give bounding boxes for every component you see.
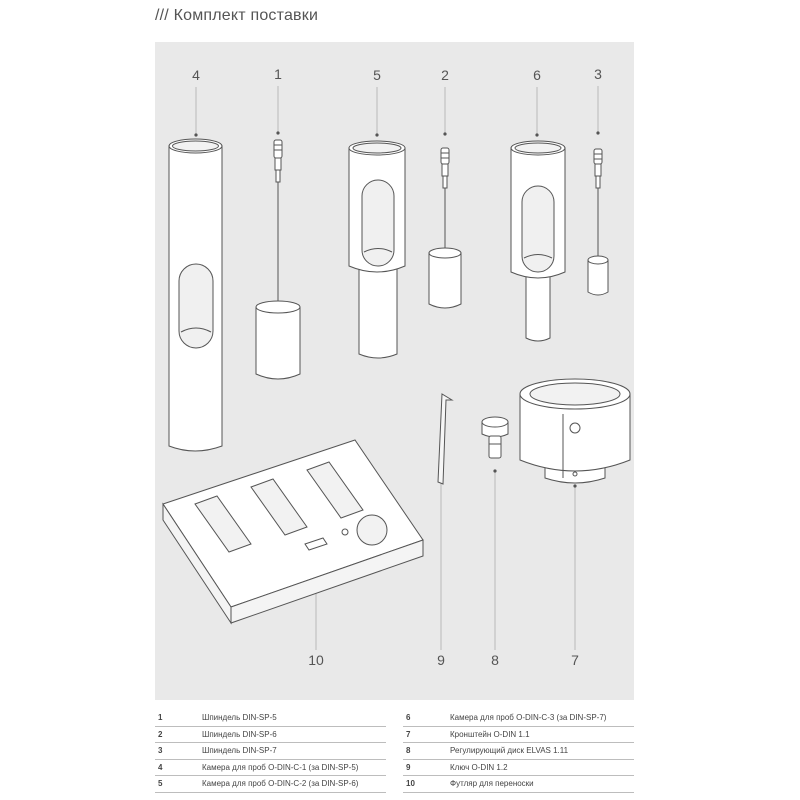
legend-number: 9: [406, 762, 411, 772]
legend-right-column: 6 Камера для проб O-DIN-C-3 (за DIN-SP-7…: [403, 710, 634, 793]
legend-number: 7: [406, 729, 411, 739]
leader-lines: [194, 86, 600, 650]
legend-number: 1: [158, 713, 163, 722]
legend-row: 1 Шпиндель DIN-SP-5: [155, 710, 386, 727]
spindle-2: [428, 147, 462, 309]
page-title: /// Комплект поставки: [155, 7, 319, 24]
callout-6: 6: [533, 67, 541, 83]
legend-number: 2: [158, 729, 163, 739]
legend-row: 10 Футляр для переноски: [403, 776, 634, 793]
chamber-6: [510, 140, 566, 342]
legend-row: 4 Камера для проб O-DIN-C-1 (за DIN-SP-5…: [155, 760, 386, 776]
legend-text: Шпиндель DIN-SP-6: [202, 729, 277, 739]
legend-row: 9 Ключ O-DIN 1.2: [403, 760, 634, 776]
legend-row: 6 Камера для проб O-DIN-C-3 (за DIN-SP-7…: [403, 710, 634, 727]
legend-number: 3: [158, 746, 163, 755]
legend-text: Камера для проб O-DIN-C-1 (за DIN-SP-5): [202, 762, 359, 772]
legend-row: 8 Регулирующий диск ELVAS 1.11: [403, 743, 634, 760]
spindle-3: [587, 148, 609, 296]
carrying-case-10: [162, 439, 424, 625]
chamber-4: [168, 138, 223, 452]
legend-text: Шпиндель DIN-SP-7: [202, 746, 277, 755]
legend-text: Камера для проб O-DIN-C-3 (за DIN-SP-7): [450, 713, 607, 722]
legend-number: 5: [158, 779, 163, 788]
callout-4: 4: [192, 67, 200, 83]
legend-number: 10: [406, 779, 415, 788]
legend-text: Шпиндель DIN-SP-5: [202, 713, 277, 722]
legend-text: Камера для проб O-DIN-C-2 (за DIN-SP-6): [202, 779, 359, 788]
hex-key-9: [437, 393, 454, 485]
callout-9: 9: [437, 652, 445, 668]
callout-5: 5: [373, 67, 381, 83]
legend-row: 7 Кронштейн O-DIN 1.1: [403, 727, 634, 743]
bracket-7: [519, 378, 631, 484]
callout-8: 8: [491, 652, 499, 668]
callout-7: 7: [571, 652, 579, 668]
legend-text: Футляр для переноски: [450, 779, 534, 788]
legend-row: 3 Шпиндель DIN-SP-7: [155, 743, 386, 760]
equipment-illustration-panel: 4 1 5 2 6 3 10 9 8 7: [155, 42, 634, 700]
equipment-illustration: 4 1 5 2 6 3 10 9 8 7: [162, 66, 631, 668]
legend-number: 8: [406, 746, 411, 755]
legend-number: 4: [158, 762, 163, 772]
callout-1: 1: [274, 66, 282, 82]
legend-text: Ключ O-DIN 1.2: [450, 762, 508, 772]
spindle-1: [255, 139, 301, 380]
legend-left-column: 1 Шпиндель DIN-SP-5 2 Шпиндель DIN-SP-6 …: [155, 710, 386, 793]
legend-text: Кронштейн O-DIN 1.1: [450, 729, 530, 739]
callout-3: 3: [594, 66, 602, 82]
callout-2: 2: [441, 67, 449, 83]
legend-text: Регулирующий диск ELVAS 1.11: [450, 746, 569, 755]
adjusting-disc-8: [481, 416, 509, 459]
legend-row: 5 Камера для проб O-DIN-C-2 (за DIN-SP-6…: [155, 776, 386, 793]
legend-number: 6: [406, 713, 411, 722]
chamber-5: [348, 140, 406, 359]
legend-row: 2 Шпиндель DIN-SP-6: [155, 727, 386, 743]
callout-10: 10: [308, 652, 324, 668]
